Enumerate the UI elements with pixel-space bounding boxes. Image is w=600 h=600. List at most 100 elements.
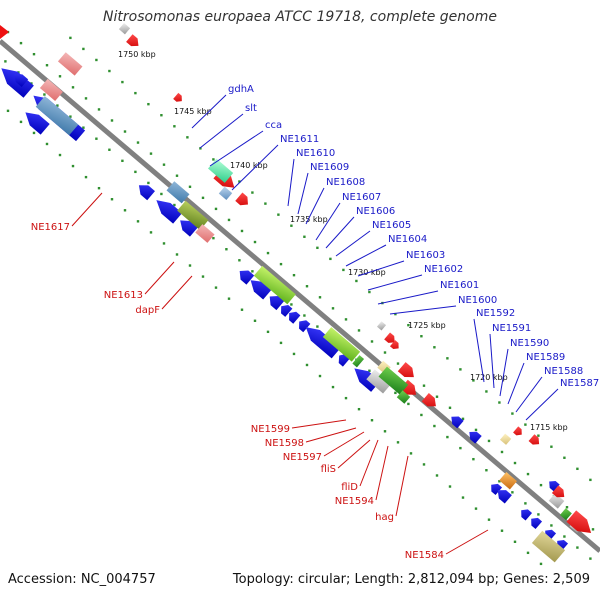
tick-dot: [71, 164, 75, 168]
gene-label[interactable]: NE1608: [326, 177, 365, 188]
gene-block[interactable]: [548, 493, 565, 509]
gene-arrow[interactable]: [551, 485, 568, 500]
gene-arrow[interactable]: [448, 413, 464, 429]
gene-block[interactable]: [177, 200, 209, 231]
gene-arrow[interactable]: [350, 363, 381, 392]
gene-label[interactable]: NE1587: [560, 378, 599, 389]
gene-arrow[interactable]: [384, 332, 397, 345]
gene-arrow[interactable]: [400, 379, 420, 400]
label-leader-line: [395, 455, 409, 517]
gene-label[interactable]: NE1594: [335, 496, 374, 507]
gene-label[interactable]: NE1597: [283, 452, 322, 463]
gene-label[interactable]: NE1602: [424, 264, 463, 275]
gene-arrow[interactable]: [21, 107, 50, 135]
gene-label[interactable]: NE1600: [458, 295, 497, 306]
gene-block[interactable]: [118, 23, 131, 35]
gene-block[interactable]: [499, 433, 512, 445]
gene-label[interactable]: NE1606: [356, 206, 395, 217]
gene-block[interactable]: [396, 390, 411, 404]
gene-block[interactable]: [35, 96, 79, 136]
gene-arrow[interactable]: [488, 481, 503, 496]
tick-dot: [526, 472, 530, 476]
gene-label[interactable]: NE1592: [476, 308, 515, 319]
gene-label[interactable]: fliD: [341, 482, 358, 493]
gene-arrow[interactable]: [518, 506, 533, 521]
gene-block[interactable]: [531, 530, 566, 563]
gene-label[interactable]: NE1598: [265, 438, 304, 449]
gene-arrow[interactable]: [176, 216, 198, 237]
gene-label[interactable]: NE1610: [296, 148, 335, 159]
gene-label[interactable]: slt: [245, 103, 257, 114]
gene-arrow[interactable]: [278, 302, 293, 317]
gene-label[interactable]: NE1609: [310, 162, 349, 173]
gene-label[interactable]: hag: [375, 512, 394, 523]
gene-label[interactable]: NE1601: [440, 280, 479, 291]
tick-dot: [589, 478, 592, 482]
gene-label[interactable]: NE1611: [280, 134, 319, 145]
gene-block[interactable]: [376, 321, 387, 331]
gene-arrow[interactable]: [235, 192, 251, 209]
gene-block[interactable]: [378, 366, 409, 395]
gene-arrow[interactable]: [528, 434, 542, 447]
gene-label[interactable]: NE1605: [372, 220, 411, 231]
gene-block[interactable]: [166, 181, 190, 204]
gene-arrow[interactable]: [236, 266, 255, 285]
tick-dot: [290, 224, 293, 227]
gene-arrow[interactable]: [286, 309, 301, 324]
tick-dot: [407, 402, 410, 406]
gene-arrow[interactable]: [246, 275, 272, 300]
gene-arrow[interactable]: [528, 515, 543, 530]
gene-arrow[interactable]: [11, 70, 29, 88]
gene-arrow[interactable]: [397, 362, 418, 382]
gene-block[interactable]: [366, 369, 392, 394]
tick-dot: [472, 379, 475, 382]
label-leader-line: [489, 333, 495, 389]
gene-arrow[interactable]: [466, 428, 482, 444]
tick-dot: [253, 319, 257, 322]
gene-arrow[interactable]: [126, 34, 142, 49]
gene-arrow[interactable]: [152, 195, 183, 224]
gene-label[interactable]: fliS: [321, 464, 336, 475]
gene-label[interactable]: NE1590: [510, 338, 549, 349]
gene-block[interactable]: [208, 158, 234, 183]
gene-label[interactable]: NE1588: [544, 366, 583, 377]
gene-arrow[interactable]: [173, 92, 184, 104]
gene-block[interactable]: [499, 472, 517, 490]
gene-label[interactable]: NE1607: [342, 192, 381, 203]
gene-arrow[interactable]: [494, 486, 512, 504]
gene-block[interactable]: [195, 224, 215, 243]
gene-label[interactable]: cca: [265, 120, 282, 131]
gene-block[interactable]: [352, 355, 365, 368]
gene-arrow[interactable]: [421, 393, 440, 410]
gene-block[interactable]: [559, 508, 572, 521]
gene-label[interactable]: NE1599: [251, 424, 290, 435]
gene-block[interactable]: [218, 186, 233, 200]
tick-dot: [433, 346, 436, 349]
gene-arrow[interactable]: [135, 181, 155, 201]
gene-label[interactable]: NE1591: [492, 323, 531, 334]
gene-arrow[interactable]: [566, 510, 596, 538]
gene-label[interactable]: NE1584: [405, 550, 444, 561]
gene-label[interactable]: dapF: [135, 305, 160, 316]
gene-arrow[interactable]: [389, 340, 401, 351]
gene-arrow[interactable]: [266, 292, 285, 311]
gene-block[interactable]: [39, 78, 63, 101]
tick-dot: [95, 137, 98, 140]
tick-dot: [435, 474, 439, 477]
gene-block[interactable]: [253, 265, 296, 305]
gene-label[interactable]: NE1613: [104, 290, 143, 301]
gene-label[interactable]: NE1603: [406, 250, 445, 261]
gene-arrow[interactable]: [301, 322, 341, 359]
gene-label[interactable]: NE1589: [526, 352, 565, 363]
gene-arrow[interactable]: [296, 317, 311, 333]
gene-label[interactable]: NE1617: [31, 222, 70, 233]
tick-dot: [290, 303, 293, 306]
gene-label[interactable]: NE1604: [388, 234, 427, 245]
tick-dot: [212, 236, 215, 240]
gene-block[interactable]: [322, 327, 361, 362]
gene-label[interactable]: gdhA: [228, 84, 254, 95]
gene-arrow[interactable]: [513, 426, 524, 437]
gene-arrow[interactable]: [546, 478, 560, 492]
tick-dot: [225, 248, 228, 251]
gene-block[interactable]: [57, 52, 83, 76]
